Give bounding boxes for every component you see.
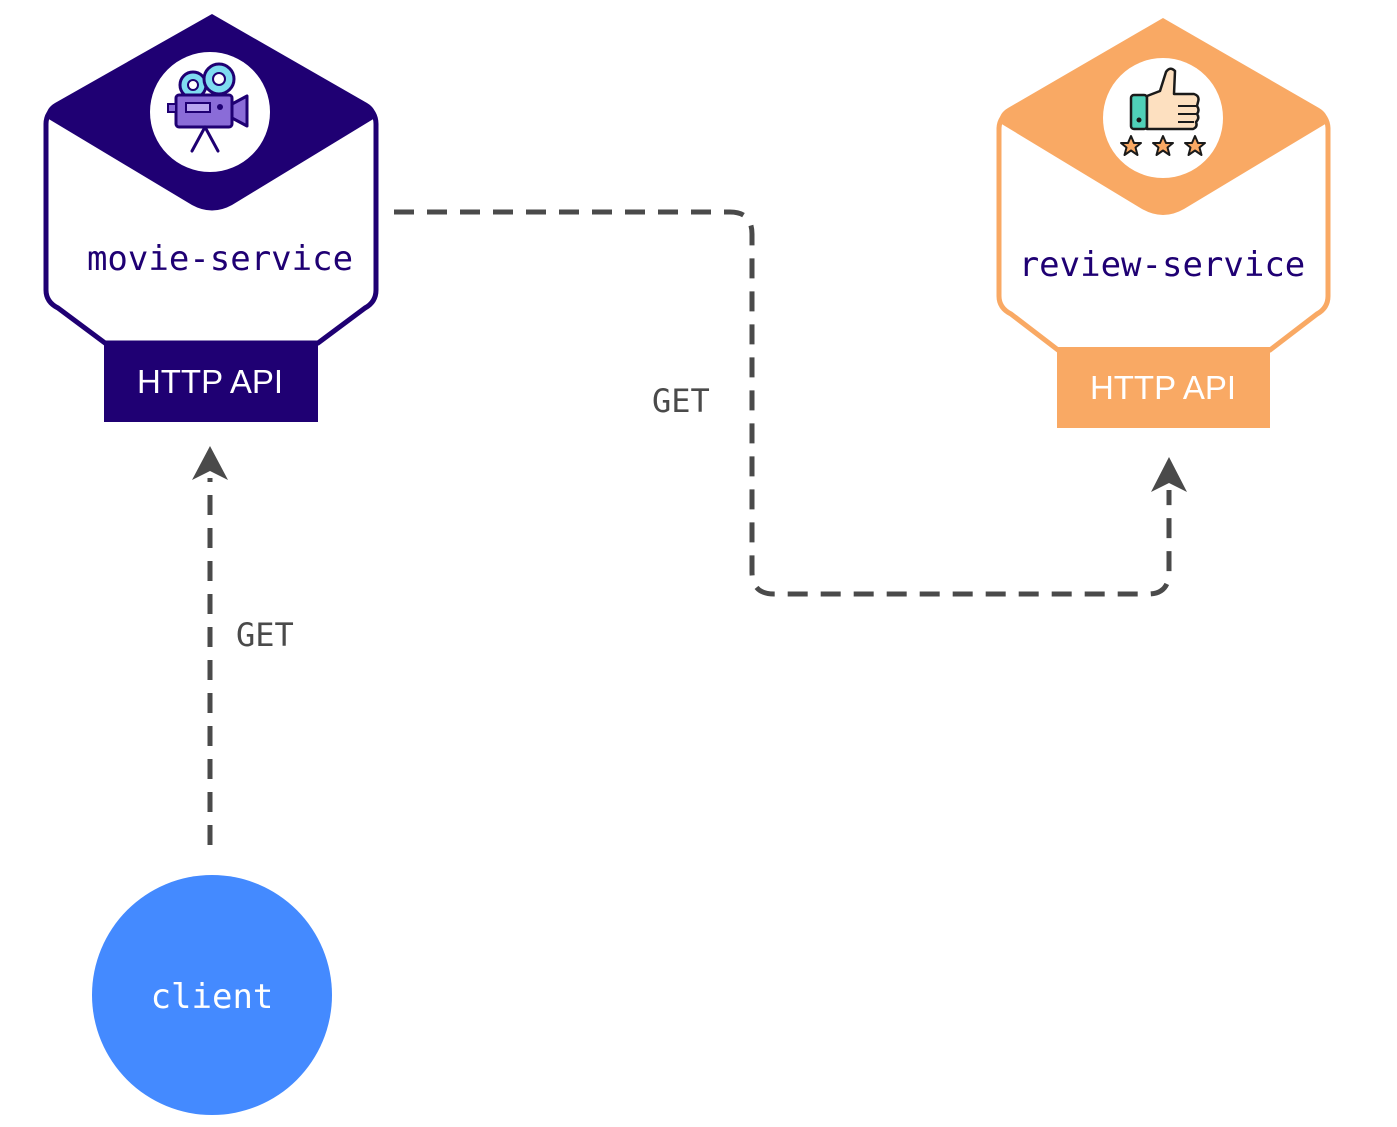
arrowhead-icon xyxy=(1151,457,1187,492)
review-service-node[interactable]: review-service HTTP API xyxy=(996,18,1331,428)
client-node[interactable]: client xyxy=(92,875,332,1115)
edge-label: GET xyxy=(652,382,710,420)
review-service-api-label: HTTP API xyxy=(1090,369,1236,406)
review-service-label: review-service xyxy=(1019,245,1306,285)
movie-service-api-box xyxy=(104,341,318,422)
edge-line xyxy=(394,209,1172,597)
edge-client-to-movie-service: GET xyxy=(192,446,294,845)
edge-movie-service-to-review-service: GET xyxy=(394,209,1187,597)
arrowhead-icon xyxy=(192,446,228,480)
movie-service-api-label: HTTP API xyxy=(137,363,283,400)
review-service-api-box xyxy=(1057,347,1270,428)
star-icon xyxy=(1184,135,1206,156)
movie-camera-icon xyxy=(167,62,249,153)
edge-label: GET xyxy=(236,616,294,654)
star-icon xyxy=(1120,135,1142,156)
star-icon xyxy=(1152,135,1174,156)
movie-service-label: movie-service xyxy=(87,239,353,279)
client-label: client xyxy=(151,977,274,1017)
movie-service-node[interactable]: movie-service HTTP API xyxy=(43,14,379,422)
thumbs-up-stars-icon xyxy=(1120,67,1206,156)
client-circle xyxy=(92,875,332,1115)
